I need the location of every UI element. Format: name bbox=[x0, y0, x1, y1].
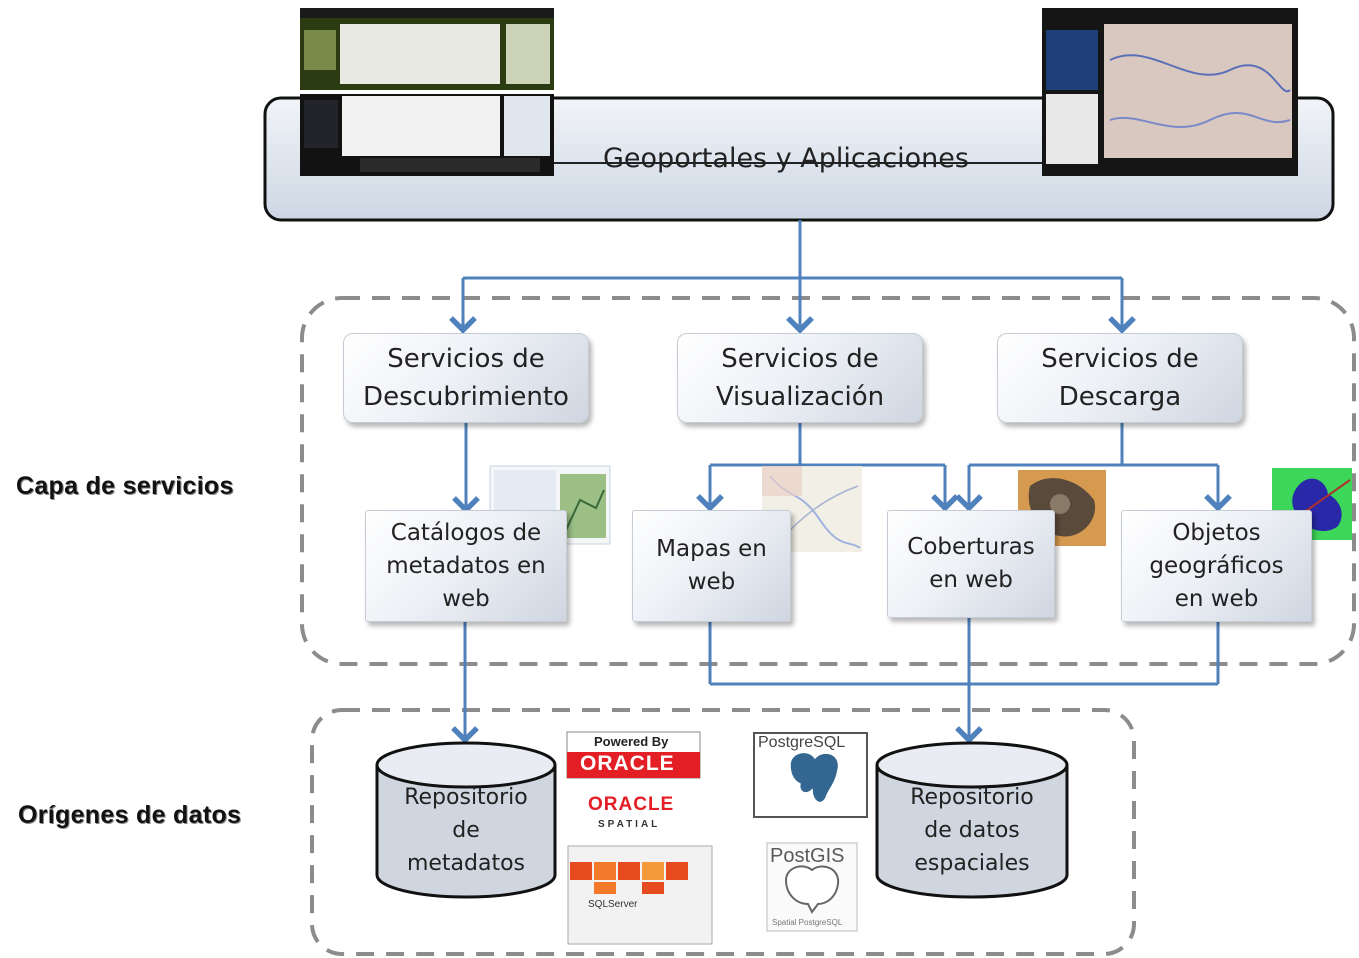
visualization-services-line2: Visualización bbox=[715, 382, 885, 412]
geographic-objects-line2: geográficos bbox=[1149, 552, 1284, 579]
postgis-logo-subtext: Spatial PostgreSQL bbox=[772, 918, 843, 927]
oracle-spatial-subtext: SPATIAL bbox=[598, 819, 661, 830]
oracle-powered-logo bbox=[566, 731, 701, 779]
data-connectors bbox=[451, 618, 1220, 744]
services-layer-label: Capa de servicios bbox=[16, 472, 234, 500]
metadata-catalogs-line2: metadatos en bbox=[386, 552, 546, 579]
spatial-repository-line3: espaciales bbox=[914, 851, 1030, 876]
metadata-repository-line3: metadatos bbox=[406, 851, 526, 876]
web-maps-box: Mapas en web bbox=[632, 510, 791, 622]
spatial-repository-line2: de datos bbox=[924, 818, 1020, 843]
portal-screenshot-1 bbox=[300, 8, 554, 90]
services-layer-region bbox=[300, 296, 1356, 666]
web-coverages-box: Coberturas en web bbox=[887, 510, 1055, 618]
metadata-repository-cylinder bbox=[375, 741, 557, 899]
postgis-logo bbox=[766, 842, 858, 932]
metadata-repository-label: Repositorio de metadatos bbox=[377, 781, 555, 880]
web-maps-line2: web bbox=[687, 569, 736, 595]
visualization-services-box: Servicios de Visualización bbox=[677, 333, 923, 423]
metadata-repository-line1: Repositorio bbox=[404, 785, 528, 810]
spatial-repository-label: Repositorio de datos espaciales bbox=[877, 781, 1067, 880]
postgresql-logo bbox=[753, 732, 868, 818]
postgis-logo-text: PostGIS bbox=[770, 845, 845, 867]
web-coverages-line1: Coberturas bbox=[907, 534, 1035, 560]
data-layer-label: Orígenes de datos bbox=[18, 801, 242, 829]
oracle-spatial-logo-text: ORACLE bbox=[588, 794, 675, 815]
top-connectors bbox=[449, 220, 1136, 334]
metadata-catalogs-line3: web bbox=[442, 585, 490, 612]
metadata-repository-line2: de bbox=[452, 818, 480, 843]
visualization-services-line1: Servicios de bbox=[721, 344, 879, 374]
geographic-objects-line1: Objetos bbox=[1172, 519, 1261, 546]
web-maps-line1: Mapas en bbox=[656, 536, 767, 562]
oracle-logo-text: ORACLE bbox=[580, 752, 675, 775]
download-services-line2: Descarga bbox=[1058, 382, 1182, 412]
sqlserver-logo-text: SQLServer bbox=[588, 899, 638, 910]
postgresql-logo-text: PostgreSQL bbox=[758, 734, 846, 751]
metadata-catalogs-line1: Catálogos de bbox=[390, 519, 542, 546]
service-connectors bbox=[452, 420, 1232, 514]
download-services-box: Servicios de Descarga bbox=[997, 333, 1243, 423]
spatial-repository-line1: Repositorio bbox=[910, 785, 1034, 810]
data-layer-region bbox=[310, 708, 1136, 956]
geoportals-title: Geoportales y Aplicaciones bbox=[603, 143, 969, 174]
sqlserver-logo bbox=[567, 845, 713, 945]
discovery-services-line1: Servicios de bbox=[387, 344, 545, 374]
geographic-objects-line3: en web bbox=[1174, 585, 1259, 612]
metadata-catalogs-box: Catálogos de metadatos en web bbox=[365, 510, 567, 622]
discovery-services-line2: Descubrimiento bbox=[363, 382, 569, 412]
web-coverages-line2: en web bbox=[929, 567, 1013, 593]
discovery-services-box: Servicios de Descubrimiento bbox=[343, 333, 589, 423]
download-services-line1: Servicios de bbox=[1041, 344, 1199, 374]
geographic-objects-box: Objetos geográficos en web bbox=[1121, 510, 1312, 622]
map-application-screenshot bbox=[1042, 8, 1298, 176]
portal-screenshot-2 bbox=[300, 94, 554, 176]
oracle-powered-by-text: Powered By bbox=[594, 734, 669, 749]
spatial-repository-cylinder bbox=[875, 741, 1069, 899]
